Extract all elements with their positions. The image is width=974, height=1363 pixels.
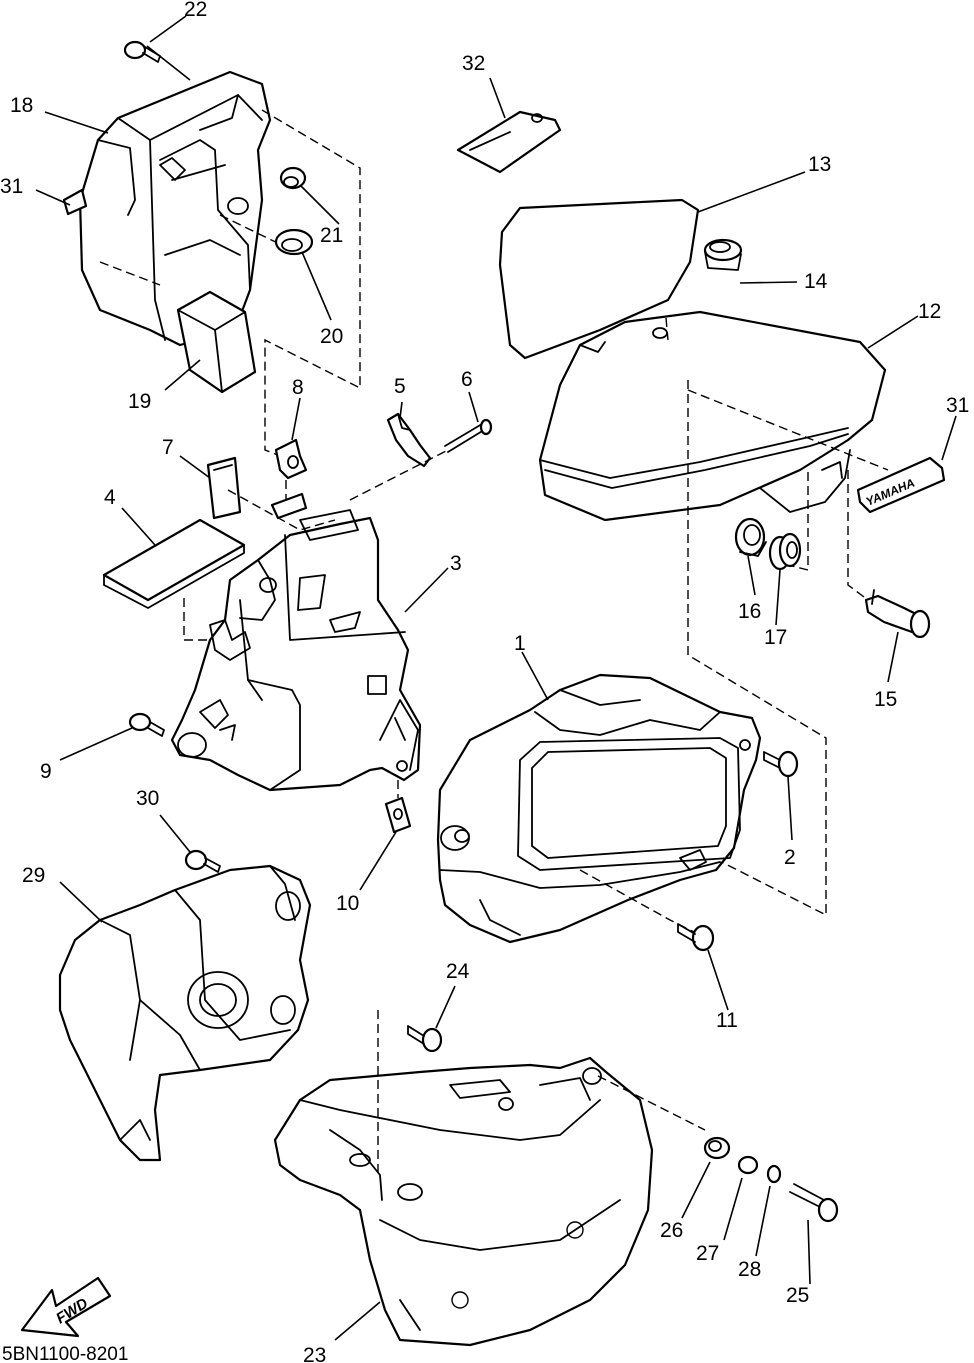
part-13-panel	[498, 198, 700, 360]
drawing-code: 5BN1100-8201	[2, 1344, 128, 1363]
part-29-cover	[58, 864, 312, 1162]
callout-16: 16	[738, 600, 761, 623]
part-15-fastener	[864, 589, 931, 639]
callout-7: 7	[162, 436, 174, 459]
fwd-arrow-icon: FWD	[20, 1276, 112, 1338]
part-12-tank-cover	[538, 310, 887, 522]
part-16-nut	[734, 517, 767, 557]
callout-12: 12	[918, 300, 941, 323]
part-25-bolt	[789, 1183, 839, 1223]
part-1-cover	[436, 673, 762, 944]
part-3-case	[170, 516, 422, 792]
callout-2: 2	[784, 846, 796, 869]
callout-24: 24	[446, 960, 470, 983]
callout-31-right: 31	[946, 394, 969, 417]
part-31-yamaha-tag: YAMAHA	[856, 456, 946, 514]
part-28-washer	[766, 1164, 782, 1184]
callout-30: 30	[136, 787, 159, 810]
callout-23: 23	[303, 1344, 326, 1363]
callout-27: 27	[696, 1242, 719, 1265]
callout-18: 18	[10, 94, 33, 117]
part-3-top-tab	[270, 492, 359, 541]
callout-5: 5	[394, 375, 406, 398]
part-27-collar	[737, 1155, 759, 1175]
callout-10: 10	[336, 892, 359, 915]
callout-29: 29	[22, 864, 45, 887]
part-26-grommet	[703, 1136, 731, 1160]
part-32-pad	[456, 110, 562, 174]
callout-3: 3	[450, 552, 462, 575]
part-14-grommet	[703, 238, 743, 271]
callout-17: 17	[764, 626, 787, 649]
callout-26: 26	[660, 1219, 683, 1242]
part-30-bolt	[184, 849, 221, 873]
callout-28: 28	[738, 1258, 761, 1281]
callout-1: 1	[514, 632, 526, 655]
callout-9: 9	[40, 760, 52, 783]
part-10-clip	[384, 796, 412, 834]
callout-19: 19	[128, 390, 151, 413]
part-19-foam-block	[176, 290, 257, 394]
part-8-clip	[274, 438, 308, 480]
part-18-cover	[78, 70, 272, 347]
callout-21: 21	[320, 224, 343, 247]
callout-11: 11	[716, 1009, 738, 1032]
part-20-grommet	[274, 228, 314, 256]
leader-lines	[35, 15, 957, 1341]
callout-13: 13	[808, 153, 831, 176]
callout-20: 20	[320, 325, 343, 348]
callout-8: 8	[292, 376, 304, 399]
part-17-collar	[768, 532, 802, 571]
part-23-crankcase-cover	[273, 1056, 654, 1347]
part-31-tag-left	[62, 188, 88, 216]
callout-31-left: 31	[0, 175, 23, 198]
callout-6: 6	[461, 368, 473, 391]
part-4-plate	[102, 518, 246, 609]
callout-14: 14	[804, 270, 828, 293]
part-22-bolt	[123, 40, 161, 63]
part-2-bolt	[763, 750, 799, 778]
part-11-bolt	[677, 923, 715, 952]
part-24-bolt	[407, 1025, 443, 1053]
part-21-grommet	[279, 166, 307, 190]
callout-32: 32	[462, 52, 485, 75]
callout-25: 25	[786, 1284, 809, 1307]
part-9-bolt	[128, 712, 165, 737]
part-5-clip	[386, 412, 432, 468]
callout-22: 22	[184, 0, 207, 21]
part-6-rivet	[444, 418, 493, 453]
callout-4: 4	[104, 486, 116, 509]
part-7-pad	[206, 456, 242, 520]
callout-15: 15	[874, 688, 897, 711]
